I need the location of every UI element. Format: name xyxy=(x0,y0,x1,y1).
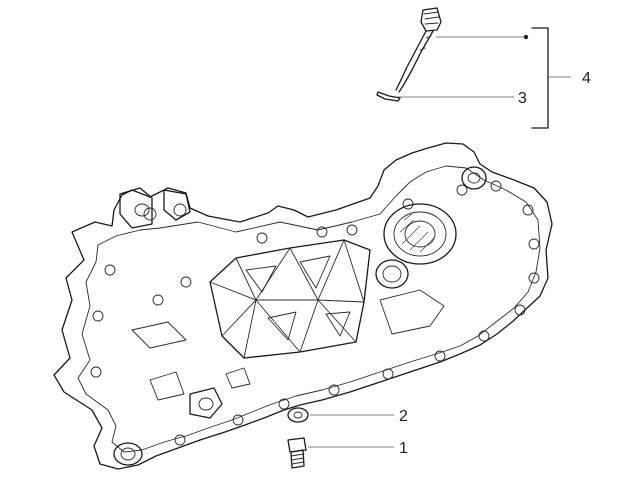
callout-1: 1 xyxy=(399,440,408,457)
sealing-washer xyxy=(287,407,394,423)
bearing-housing xyxy=(375,166,487,289)
dipstick-leaders xyxy=(396,27,571,129)
engine-mount-lug xyxy=(119,187,191,229)
callout-2: 2 xyxy=(399,408,408,425)
rib-lattice xyxy=(209,239,371,359)
callout-3: 3 xyxy=(518,90,527,107)
callout-4: 4 xyxy=(582,70,591,87)
crankcase-half xyxy=(53,142,553,470)
dipstick-assembly xyxy=(376,7,442,102)
lower-pivot-boss xyxy=(113,387,223,466)
drain-plug xyxy=(287,437,394,469)
